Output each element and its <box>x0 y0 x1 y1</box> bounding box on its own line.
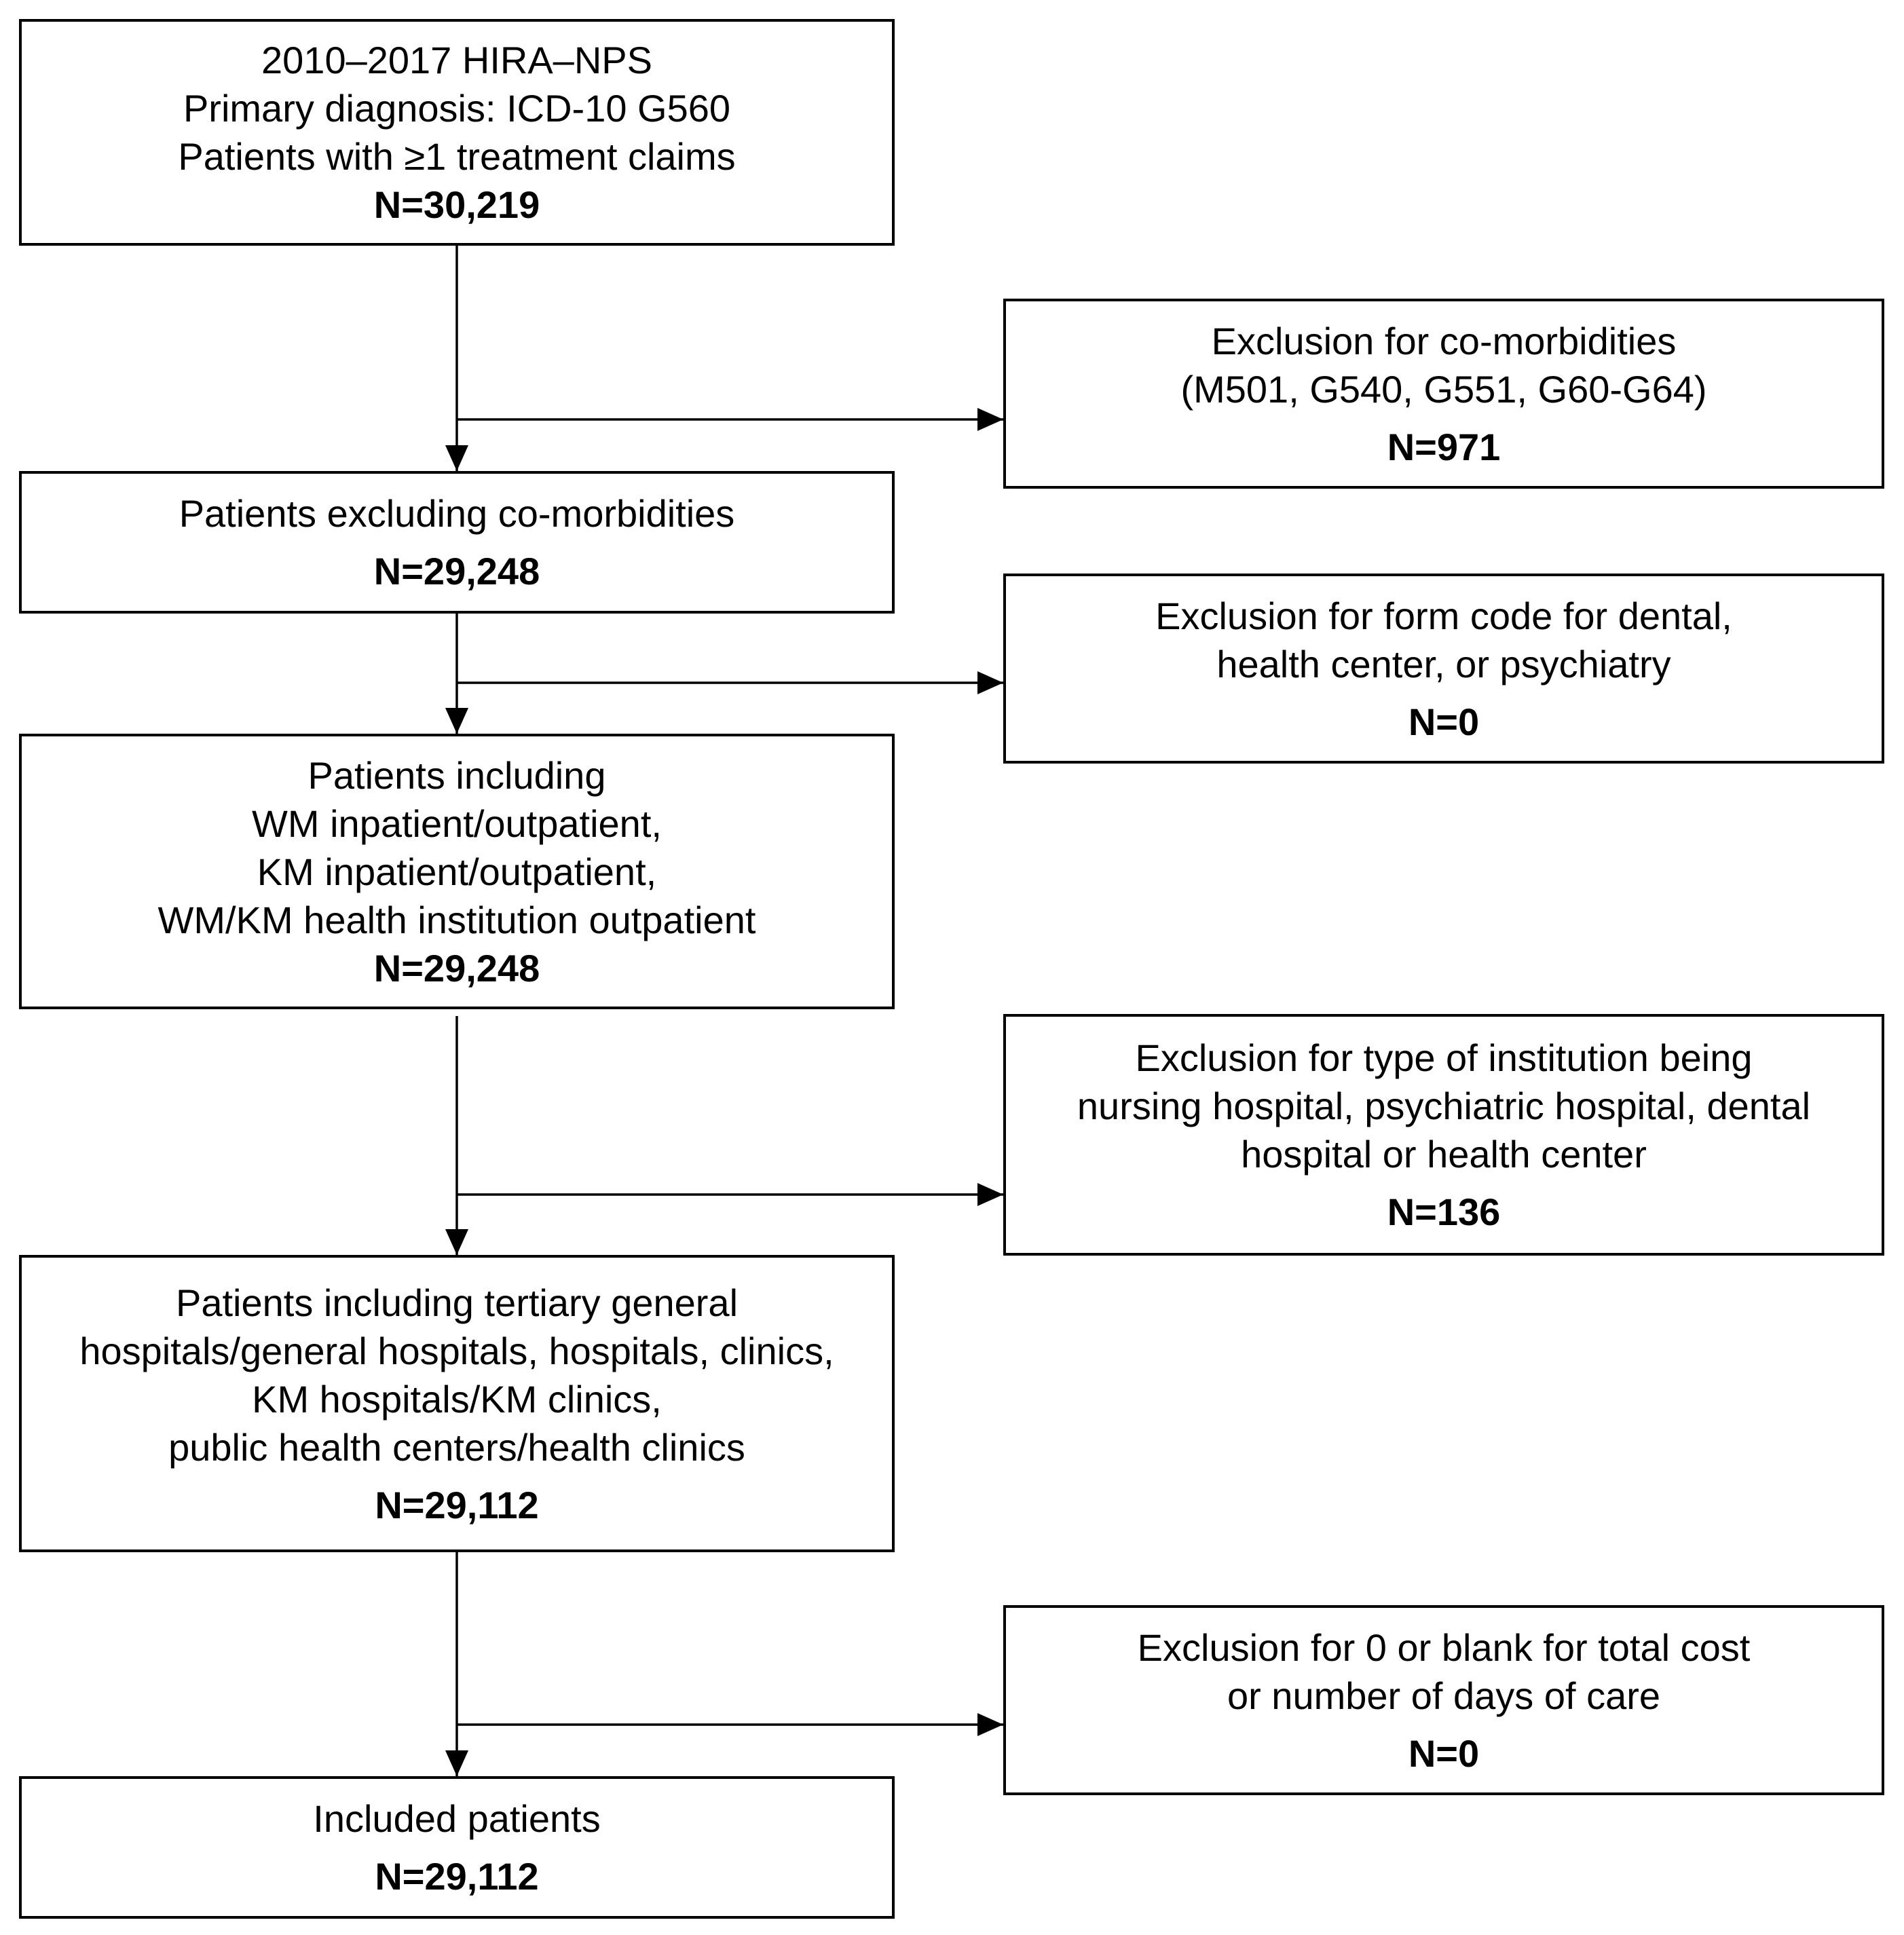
arrowhead-down-3 <box>445 1229 468 1255</box>
arrowhead-right-3 <box>977 1183 1003 1206</box>
box-text-line: health center, or psychiatry <box>1216 642 1671 685</box>
arrowhead-down-1 <box>445 445 468 471</box>
box-text-line: Primary diagnosis: ICD-10 G560 <box>183 87 731 130</box>
box-text-line: Patients including <box>307 753 606 797</box>
excluded-count: N=971 <box>1387 425 1501 468</box>
box-text-line: Patients including tertiary general <box>175 1281 739 1324</box>
arrowhead-right-1 <box>977 408 1003 431</box>
box-text-line: 2010–2017 HIRA–NPS <box>261 39 652 81</box>
exclusion-zero-cost-box: Exclusion for 0 or blank for total cost … <box>1003 1605 1884 1795</box>
box-text-line: Patients with ≥1 treatment claims <box>178 135 736 178</box>
arrowhead-right-2 <box>977 671 1003 694</box>
box-text-line: Exclusion for 0 or blank for total cost <box>1137 1626 1751 1669</box>
excluded-count: N=0 <box>1408 700 1480 743</box>
care-type-inclusion-box: Patients including WM inpatient/outpatie… <box>19 734 895 1009</box>
arrowhead-right-4 <box>977 1713 1003 1736</box>
box-text-line: KM hospitals/KM clinics, <box>252 1377 662 1421</box>
source-population-box: 2010–2017 HIRA–NPS Primary diagnosis: IC… <box>19 19 895 246</box>
institution-type-inclusion-box: Patients including tertiary general hosp… <box>19 1255 895 1552</box>
patient-count: N=29,112 <box>375 1483 539 1526</box>
exclusion-comorbidities-box: Exclusion for co-morbidities (M501, G540… <box>1003 299 1884 489</box>
box-text-line: Exclusion for type of institution being <box>1135 1036 1753 1079</box>
box-text-line: KM inpatient/outpatient, <box>257 850 657 893</box>
exclusion-institution-type-box: Exclusion for type of institution being … <box>1003 1014 1884 1256</box>
box-text-line: or number of days of care <box>1227 1674 1661 1717</box>
patient-count: N=29,248 <box>373 946 540 990</box>
exclusion-form-code-box: Exclusion for form code for dental, heal… <box>1003 574 1884 764</box>
patient-count: N=30,219 <box>373 183 540 226</box>
box-text-line: Patients excluding co-morbidities <box>179 492 735 535</box>
box-text-line: public health centers/health clinics <box>168 1425 745 1469</box>
included-patients-box: Included patients N=29,112 <box>19 1776 895 1919</box>
patient-count: N=29,248 <box>373 550 540 593</box>
excluding-comorbidities-box: Patients excluding co-morbidities N=29,2… <box>19 471 895 614</box>
box-text-line: WM/KM health institution outpatient <box>157 898 756 941</box>
arrowhead-down-2 <box>445 708 468 734</box>
box-text-line: Included patients <box>313 1797 601 1840</box>
box-text-line: (M501, G540, G551, G60-G64) <box>1180 367 1707 411</box>
excluded-count: N=0 <box>1408 1731 1480 1775</box>
box-text-line: hospitals/general hospitals, hospitals, … <box>79 1329 834 1372</box>
box-text-line: WM inpatient/outpatient, <box>252 802 662 845</box>
excluded-count: N=136 <box>1387 1190 1501 1233</box>
box-text-line: Exclusion for co-morbidities <box>1211 319 1677 362</box>
box-text-line: nursing hospital, psychiatric hospital, … <box>1077 1085 1811 1127</box>
patient-count: N=29,112 <box>375 1855 539 1898</box>
arrowhead-down-4 <box>445 1750 468 1776</box>
box-text-line: hospital or health center <box>1241 1133 1647 1176</box>
box-text-line: Exclusion for form code for dental, <box>1155 594 1732 637</box>
